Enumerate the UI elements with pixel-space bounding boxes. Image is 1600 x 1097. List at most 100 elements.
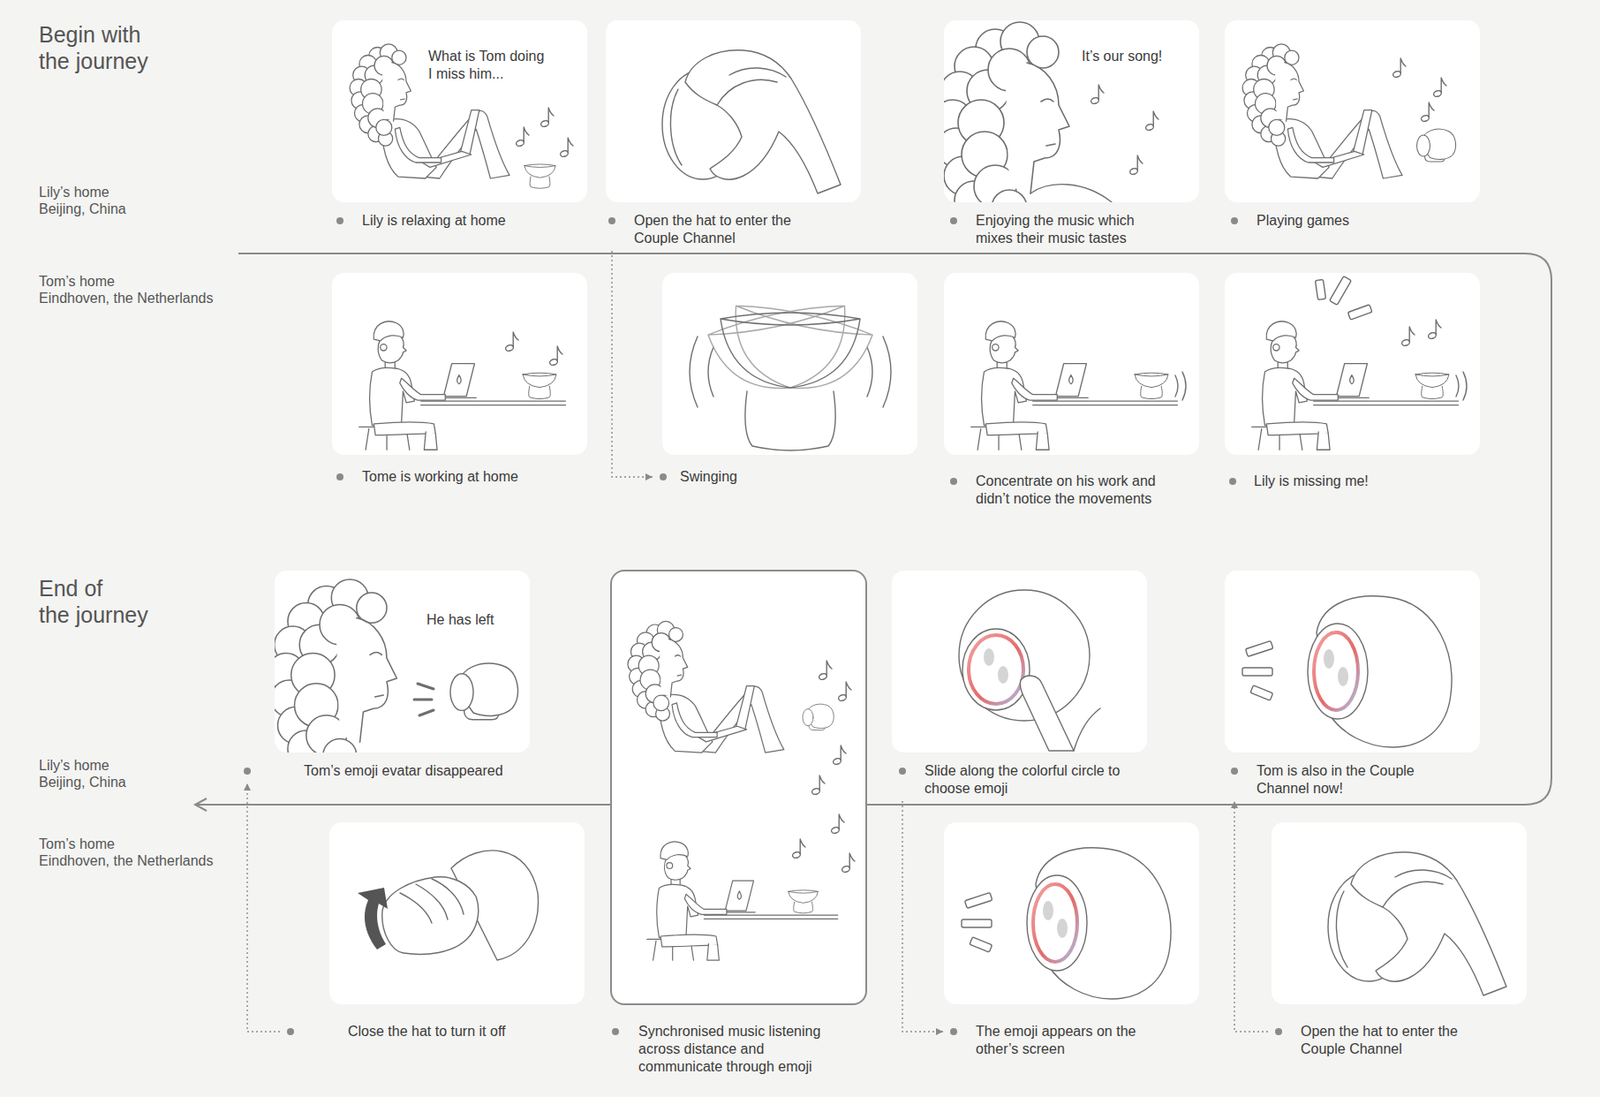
- caption-bullet: [336, 473, 344, 481]
- caption-bullet: [336, 217, 344, 225]
- story-panel: Playing games: [1223, 20, 1481, 234]
- panel-card: [332, 20, 588, 203]
- panel-card: [943, 20, 1200, 203]
- label-holder: Lily’s home Beijing, China: [38, 183, 216, 218]
- panel-card: [1271, 822, 1527, 1004]
- panel-card: [1224, 272, 1480, 455]
- text-holder: Swinging: [659, 467, 884, 486]
- flow-arrow: [902, 800, 944, 1032]
- text-holder: Tom is also in the Couple Channel now!: [1230, 762, 1447, 798]
- text-holder: It’s our song!: [1081, 47, 1188, 66]
- caption-bullet: [1230, 767, 1238, 775]
- text-holder: Open the hat to enter the Couple Channel: [608, 211, 829, 248]
- caption-bullet: [611, 1027, 619, 1035]
- caption-text: Tom’s emoji evatar disappeared: [303, 762, 569, 780]
- caption-text: Tom is also in the Couple Channel now!: [1256, 762, 1447, 798]
- label-holder: Begin with the journey: [38, 21, 163, 75]
- text-holder: Concentrate on his work and didn’t notic…: [950, 472, 1184, 508]
- text-holder: He has left: [426, 611, 524, 629]
- caption-bullet: [1230, 217, 1238, 225]
- text-holder: Close the hat to turn it off: [286, 1022, 578, 1041]
- caption-text: Synchronised music listening across dist…: [638, 1022, 846, 1076]
- label-holder: Tom’s home Eindhoven, the Netherlands: [38, 835, 251, 869]
- story-panel: Concentrate on his work and didn’t notic…: [943, 272, 1200, 512]
- text-holder: Slide along the colorful circle to choos…: [898, 762, 1137, 798]
- caption-bullet: [1229, 477, 1237, 485]
- text-holder: Open the hat to enter the Couple Channel: [1275, 1022, 1495, 1058]
- caption-text: Playing games: [1256, 211, 1478, 230]
- caption-text: Swinging: [679, 467, 884, 486]
- story-panel: The emoji appears on the other’s screen: [943, 822, 1200, 1062]
- section-label: Begin with the journey: [38, 21, 163, 75]
- caption-text: Open the hat to enter the Couple Channel: [1300, 1022, 1495, 1058]
- story-panel: It’s our song! Enjoying the music which m…: [943, 20, 1200, 251]
- panel-card: [1224, 570, 1480, 753]
- story-panel: Slide along the colorful circle to choos…: [891, 570, 1148, 801]
- text-holder: Tome is working at home: [336, 467, 592, 486]
- section-label: Tom’s home Eindhoven, the Netherlands: [38, 835, 251, 869]
- label-holder: Tom’s home Eindhoven, the Netherlands: [38, 272, 251, 307]
- section-label: Lily’s home Beijing, China: [38, 756, 216, 791]
- panel-card: [610, 569, 868, 1005]
- caption-bullet: [950, 1027, 958, 1035]
- story-panel: Tom is also in the Couple Channel now!: [1223, 570, 1480, 801]
- panel-card: [329, 822, 585, 1004]
- story-panel: He has leftTom’s emoji evatar disappeare…: [236, 570, 573, 784]
- speech-text: What is Tom doing I miss him...: [428, 47, 551, 84]
- caption-text: Tome is working at home: [362, 467, 592, 486]
- section-label: Lily’s home Beijing, China: [38, 183, 216, 218]
- story-panel: Close the hat to turn it off: [279, 822, 585, 1044]
- text-holder: Playing games: [1230, 211, 1478, 230]
- text-holder: Enjoying the music which mixes their mus…: [950, 211, 1175, 248]
- caption-text: Concentrate on his work and didn’t notic…: [975, 472, 1184, 508]
- caption-text: Enjoying the music which mixes their mus…: [975, 211, 1175, 248]
- text-holder: Tom’s emoji evatar disappeared: [243, 762, 569, 780]
- story-panel: Open the hat to enter the Couple Channel: [601, 20, 861, 251]
- speech-text: It’s our song!: [1081, 47, 1188, 66]
- flow-arrow: [1234, 800, 1268, 1032]
- panel-card: [605, 20, 861, 203]
- caption-bullet: [950, 477, 958, 485]
- text-holder: Lily is missing me!: [1229, 472, 1475, 491]
- label-holder: Lily’s home Beijing, China: [38, 756, 216, 791]
- panel-card: [943, 272, 1200, 455]
- caption-text: The emoji appears on the other’s screen: [975, 1022, 1162, 1058]
- caption-bullet: [898, 767, 906, 775]
- panel-card: [274, 570, 530, 753]
- caption-bullet: [243, 767, 251, 775]
- caption-text: Open the hat to enter the Couple Channel: [633, 211, 829, 248]
- story-panel: Swinging: [652, 272, 918, 490]
- text-holder: What is Tom doing I miss him...: [428, 47, 551, 84]
- story-panel: Synchronised music listening across dist…: [604, 569, 868, 1080]
- story-panel: Lily is missing me!: [1222, 272, 1480, 494]
- caption-text: Lily is relaxing at home: [362, 211, 592, 230]
- text-holder: The emoji appears on the other’s screen: [950, 1022, 1162, 1058]
- text-holder: Lily is relaxing at home: [336, 211, 592, 230]
- caption-bullet: [286, 1027, 295, 1035]
- story-panel: What is Tom doing I miss him... Lily is r…: [329, 20, 596, 234]
- timeline: [195, 253, 1552, 811]
- panel-card: [1224, 20, 1480, 203]
- caption-text: Close the hat to turn it off: [347, 1022, 578, 1041]
- panel-card: [943, 822, 1200, 1004]
- caption-bullet: [950, 217, 958, 225]
- panel-card: [891, 570, 1148, 753]
- label-holder: End of the journey: [38, 574, 172, 628]
- flow-arrow: [611, 250, 653, 477]
- caption-text: Lily is missing me!: [1253, 472, 1475, 491]
- caption-bullet: [1275, 1027, 1283, 1035]
- story-panel: Tome is working at home: [329, 272, 596, 490]
- section-label: End of the journey: [38, 574, 172, 628]
- section-label: Tom’s home Eindhoven, the Netherlands: [38, 272, 251, 307]
- caption-bullet: [659, 473, 667, 481]
- flow-arrow: [247, 783, 280, 1032]
- panel-card: [662, 272, 918, 455]
- panel-card: [332, 272, 588, 455]
- text-holder: Synchronised music listening across dist…: [611, 1022, 846, 1076]
- speech-text: He has left: [426, 611, 524, 629]
- caption-bullet: [608, 217, 616, 225]
- caption-text: Slide along the colorful circle to choos…: [924, 762, 1137, 798]
